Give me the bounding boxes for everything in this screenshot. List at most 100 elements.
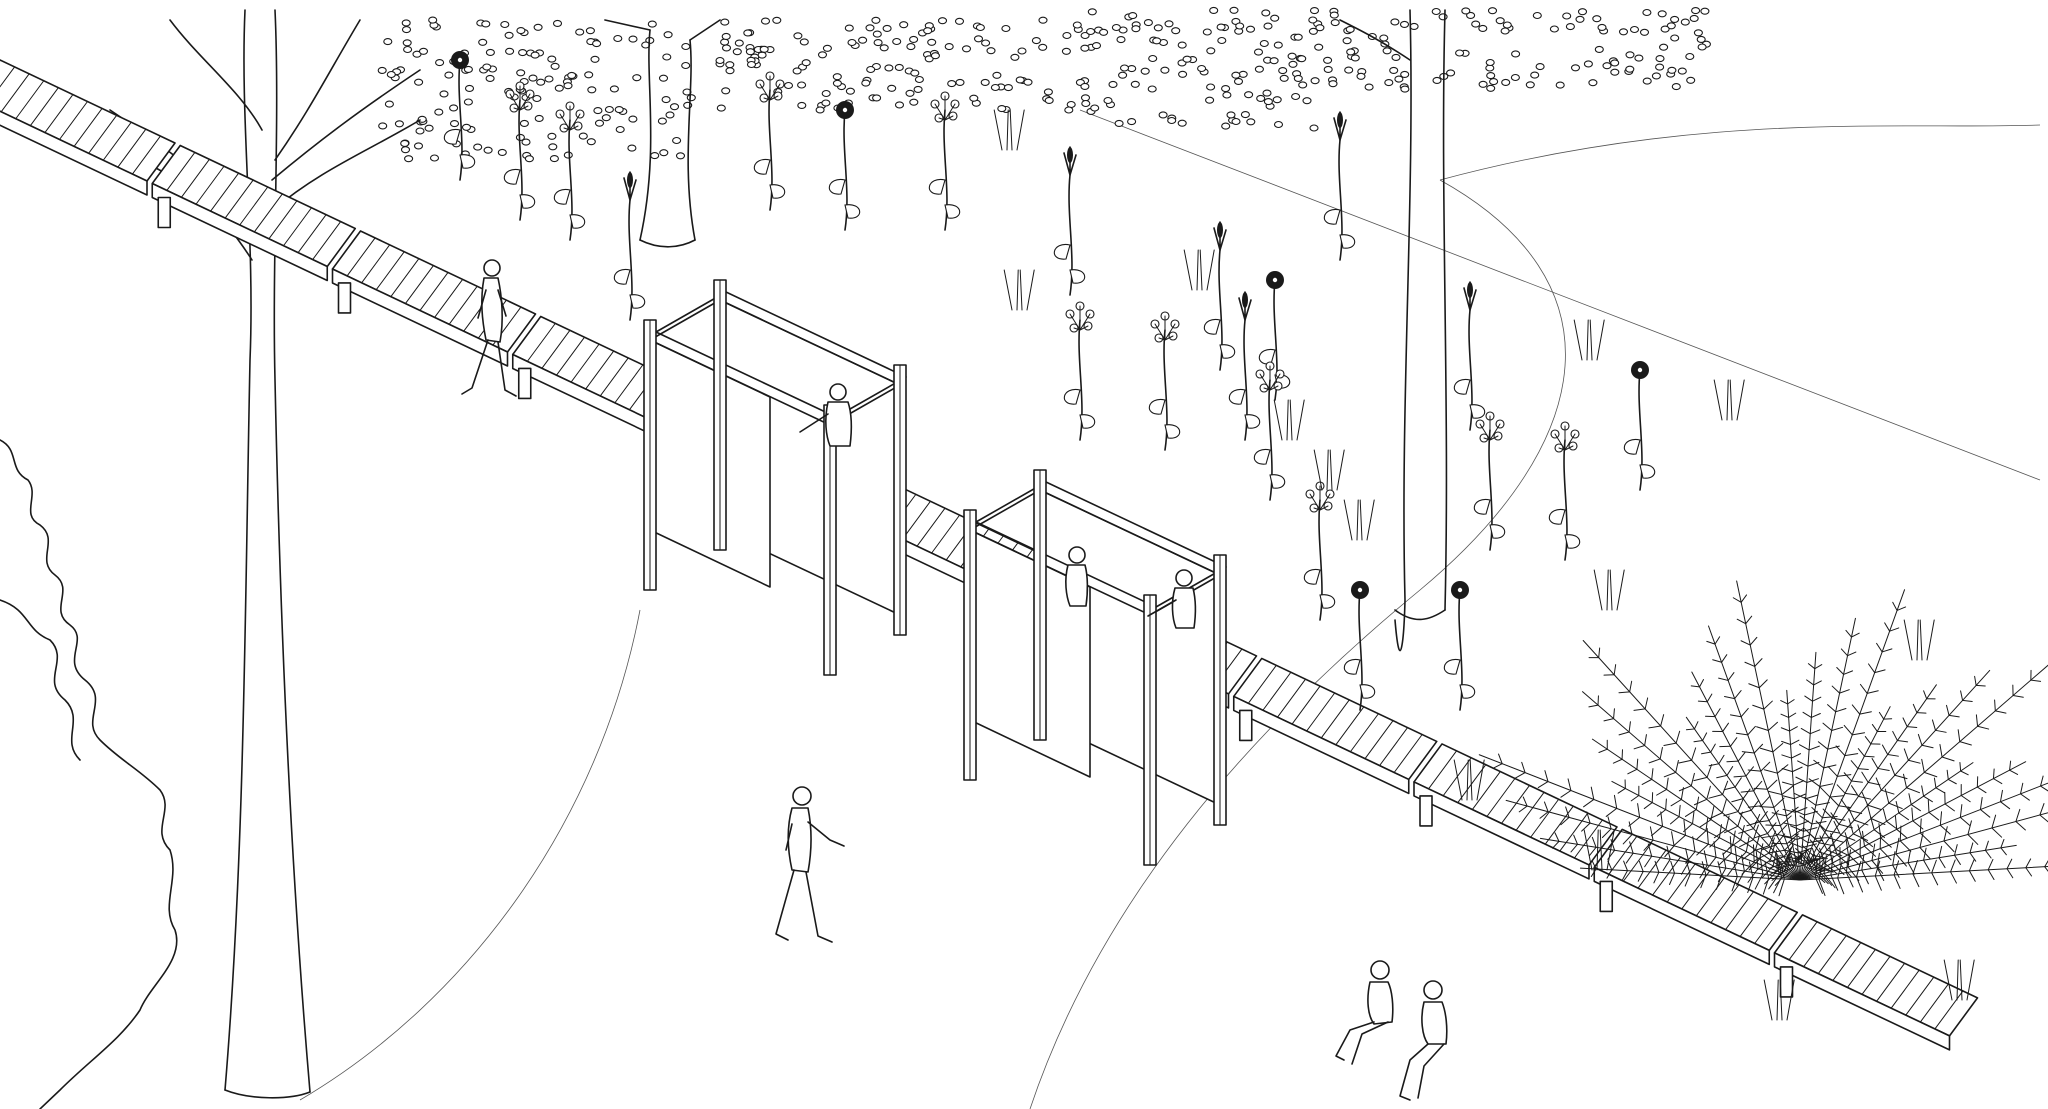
frond-leaflet	[2019, 782, 2024, 795]
grass-blade	[1336, 449, 1345, 491]
grass-blade	[1606, 569, 1609, 611]
flower-leaf	[1053, 243, 1071, 260]
frond-leaflet	[1815, 871, 1829, 885]
frond-leaflet	[1780, 700, 1789, 705]
frond-leaflet	[1750, 799, 1760, 811]
flower-leaf	[1453, 378, 1471, 395]
grass-blade	[1359, 499, 1363, 541]
frond-leaflet	[1752, 824, 1759, 841]
leaf	[1197, 64, 1207, 73]
frond-leaflet	[1857, 824, 1863, 839]
leaf	[415, 127, 425, 135]
frond-leaflet	[1969, 852, 1977, 862]
deck-plank	[526, 322, 556, 362]
deck-post	[1419, 795, 1433, 827]
frond-leaflet	[1815, 820, 1827, 831]
frond-leaflet	[1906, 726, 1918, 729]
frond-leaflet	[1718, 754, 1725, 765]
grass-blade	[1616, 569, 1625, 611]
frond-leaflet	[1714, 636, 1721, 645]
frond-leaflet	[1669, 816, 1680, 825]
frond-leaflet	[2040, 775, 2044, 787]
leaf	[1244, 91, 1254, 99]
frond-leaflet	[1843, 670, 1854, 675]
leaf	[383, 38, 393, 46]
leaf	[845, 87, 855, 95]
leaf	[815, 106, 825, 114]
frond-leaflet	[2025, 858, 2032, 869]
leaf	[378, 122, 388, 130]
frond-leaflet	[1662, 858, 1671, 871]
leaf	[478, 38, 488, 46]
frond-leaflet	[1808, 778, 1821, 788]
leaf	[817, 51, 828, 59]
frond-leaflet	[1933, 777, 1937, 789]
frond-leaflet	[2015, 820, 2026, 831]
frond-leaflet	[1740, 594, 1748, 603]
leaf	[1594, 45, 1604, 53]
leaf	[1119, 64, 1130, 72]
frond-leaflet	[1847, 854, 1861, 866]
leaf	[746, 60, 757, 69]
leaf	[1269, 57, 1279, 65]
leaf	[1278, 67, 1288, 75]
grass-blade	[1206, 249, 1215, 291]
flower-leaf	[1443, 658, 1461, 675]
frond-leaflet	[1896, 606, 1907, 611]
deck-plank	[916, 507, 946, 547]
leaf	[1691, 7, 1701, 15]
flower-leaf	[1303, 568, 1321, 585]
frond-leaflet	[1678, 759, 1693, 764]
frond-leaflet	[1737, 797, 1745, 813]
flower-leaf	[928, 178, 946, 195]
leaf	[793, 32, 803, 40]
deck-plank	[29, 87, 59, 127]
leaf	[534, 114, 544, 122]
wildflower	[1323, 111, 1356, 261]
frond-leaflet	[1544, 770, 1549, 783]
frond-leaflet	[1727, 672, 1735, 681]
leaf	[544, 75, 554, 83]
frond-leaflet	[1759, 843, 1764, 860]
frond-leaflet	[1946, 704, 1950, 716]
deck-plank	[297, 214, 327, 254]
leaf	[463, 65, 473, 73]
grass-blade	[1736, 379, 1745, 421]
frond-leaflet	[1946, 769, 1949, 780]
frond-rib	[1799, 812, 2048, 881]
frond-leaflet	[1567, 778, 1572, 792]
deck-plank	[73, 107, 103, 147]
flower-leaf	[1269, 474, 1286, 489]
flower-pedicel	[519, 105, 529, 111]
flower-pedicel	[1489, 423, 1501, 441]
leaf	[1478, 80, 1488, 88]
frond-leaflet	[1802, 827, 1818, 832]
tree-center	[604, 19, 721, 248]
leaf	[1618, 28, 1629, 36]
frond-leaflet	[1829, 796, 1840, 807]
leaf	[1485, 58, 1495, 67]
flower-pedicel	[1483, 437, 1491, 441]
frond-leaflet	[1741, 751, 1755, 754]
flower-stem	[943, 109, 948, 231]
frond-leaflet	[1876, 642, 1883, 653]
frond-leaflet	[1780, 727, 1791, 732]
wildflower	[828, 101, 861, 231]
frond-leaflet	[1902, 717, 1908, 728]
flower-pedicel	[1564, 433, 1576, 451]
leaf	[601, 114, 611, 122]
frond-leaflet	[1666, 777, 1669, 790]
frond-leaflet	[1643, 839, 1654, 851]
leaf	[1671, 83, 1681, 91]
boardwalk-segment	[1773, 914, 1979, 1051]
flower-bud	[1242, 292, 1248, 308]
leaf	[1390, 18, 1400, 26]
frond-leaflet	[1921, 758, 1925, 773]
leaf	[1080, 44, 1090, 52]
frond-leaflet	[1776, 867, 1793, 875]
frond-leaflet	[1867, 663, 1876, 674]
deck-plank	[1919, 983, 1949, 1023]
leaf	[1158, 111, 1168, 119]
leaf	[882, 24, 892, 32]
leaf	[435, 59, 445, 67]
